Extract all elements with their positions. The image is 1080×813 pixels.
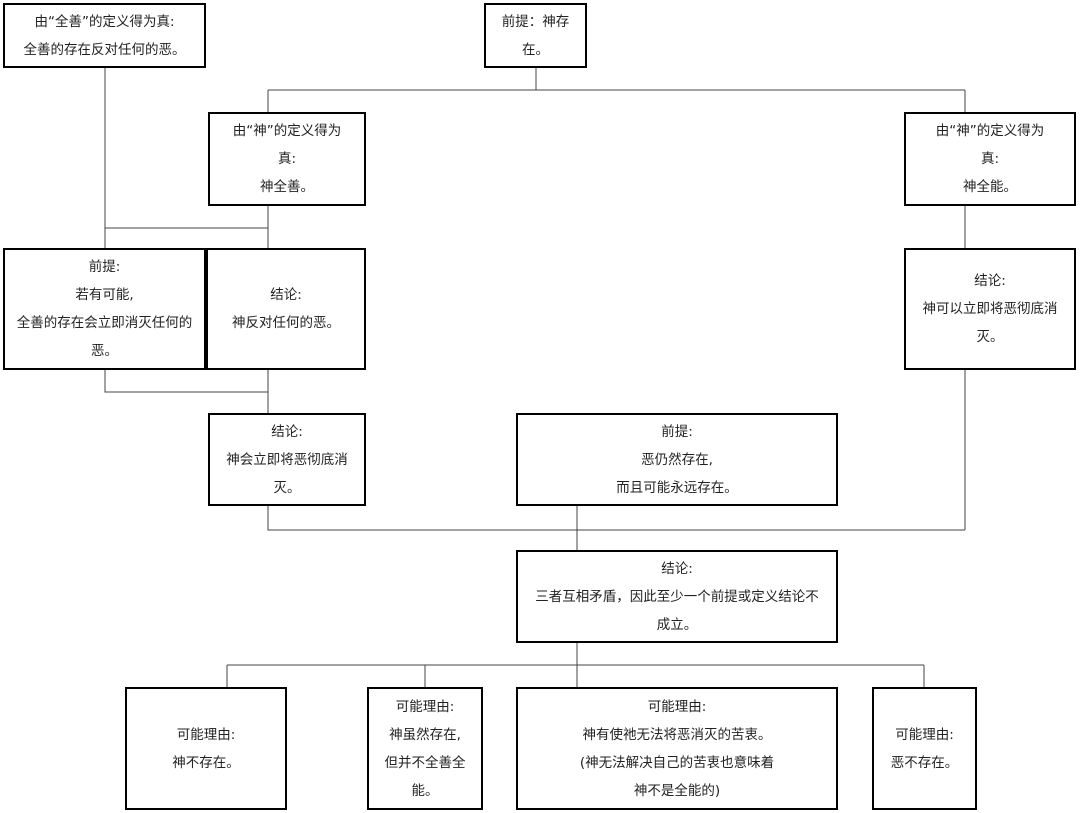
- box-line: 由“神”的定义得为: [232, 123, 342, 139]
- box-line: 灭。: [273, 479, 301, 496]
- box-line: 前提：神存在。: [501, 13, 570, 58]
- box-line: 真:: [980, 151, 1000, 167]
- box-line: 神会立即将恶彻底消: [226, 451, 348, 468]
- box-line: 能。: [411, 782, 439, 799]
- box-line: 全善的存在会立即消灭任何的: [16, 315, 193, 331]
- box-line: 神不是全能的): [633, 782, 721, 799]
- box-conclusion-can-eliminate: 结论: 神可以立即将恶彻底消 灭。: [904, 248, 1076, 370]
- box-line: 但并不全善全: [384, 754, 466, 771]
- box-line: 神可以立即将恶彻底消: [922, 301, 1058, 317]
- box-line: 可能理由:: [895, 726, 954, 743]
- box-def-god-good: 由“神”的定义得为 真: 神全善。: [208, 112, 366, 206]
- box-premise-god-exists: 前提：神存在。: [484, 3, 587, 68]
- box-line: 灭。: [976, 329, 1004, 345]
- box-line: 前提:: [88, 259, 121, 275]
- box-reason-not-all-good: 可能理由: 神虽然存在, 但并不全善全 能。: [367, 687, 483, 810]
- box-line: 神全善。: [260, 179, 314, 195]
- box-line: 真:: [277, 151, 297, 167]
- box-premise-if-possible: 前提: 若有可能, 全善的存在会立即消灭任何的 恶。: [3, 248, 206, 370]
- box-line: 结论:: [270, 287, 302, 303]
- box-line: 恶不存在。: [890, 754, 959, 771]
- box-line: 结论:: [661, 560, 693, 577]
- box-line: 若有可能,: [75, 287, 134, 303]
- box-reason-no-god: 可能理由: 神不存在。: [125, 687, 287, 810]
- box-line: 可能理由:: [176, 726, 236, 743]
- box-line: 神有使祂无法将恶消灭的苦衷。: [582, 726, 772, 743]
- box-reason-suffering: 可能理由: 神有使祂无法将恶消灭的苦衷。 (神无法解决自己的苦衷也意味着 神不是…: [516, 687, 838, 810]
- box-line: 恶。: [91, 343, 118, 359]
- box-line: 由“全善”的定义得为真:: [34, 13, 175, 30]
- box-line: 可能理由:: [395, 698, 455, 715]
- box-line: 神不存在。: [172, 754, 240, 771]
- box-conclusion-contradiction: 结论: 三者互相矛盾，因此至少一个前提或定义结论不 成立。: [516, 550, 838, 643]
- box-line: (神无法解决自己的苦衷也意味着: [579, 754, 775, 771]
- box-line: 成立。: [656, 616, 698, 633]
- box-conclusion-opposes-evil: 结论: 神反对任何的恶。: [206, 248, 366, 370]
- box-line: 可能理由:: [647, 698, 707, 715]
- box-def-god-powerful: 由“神”的定义得为 真: 神全能。: [904, 112, 1076, 206]
- box-def-all-good: 由“全善”的定义得为真: 全善的存在反对任何的恶。: [3, 3, 206, 68]
- box-line: 结论:: [271, 423, 303, 440]
- box-line: 神虽然存在,: [389, 726, 461, 743]
- box-line: 恶仍然存在,: [641, 451, 713, 468]
- box-line: 神反对任何的恶。: [232, 315, 340, 331]
- box-line: 由“神”的定义得为: [935, 123, 1045, 139]
- box-line: 全善的存在反对任何的恶。: [23, 41, 186, 58]
- box-line: 而且可能永远存在。: [616, 479, 738, 496]
- box-line: 前提:: [661, 423, 693, 440]
- box-reason-no-evil: 可能理由: 恶不存在。: [872, 687, 977, 810]
- box-line: 三者互相矛盾，因此至少一个前提或定义结论不: [535, 588, 819, 605]
- box-line: 结论:: [974, 273, 1006, 289]
- box-conclusion-will-eliminate: 结论: 神会立即将恶彻底消 灭。: [208, 413, 366, 506]
- box-premise-evil-exists: 前提: 恶仍然存在, 而且可能永远存在。: [516, 413, 838, 506]
- box-line: 神全能。: [963, 179, 1017, 195]
